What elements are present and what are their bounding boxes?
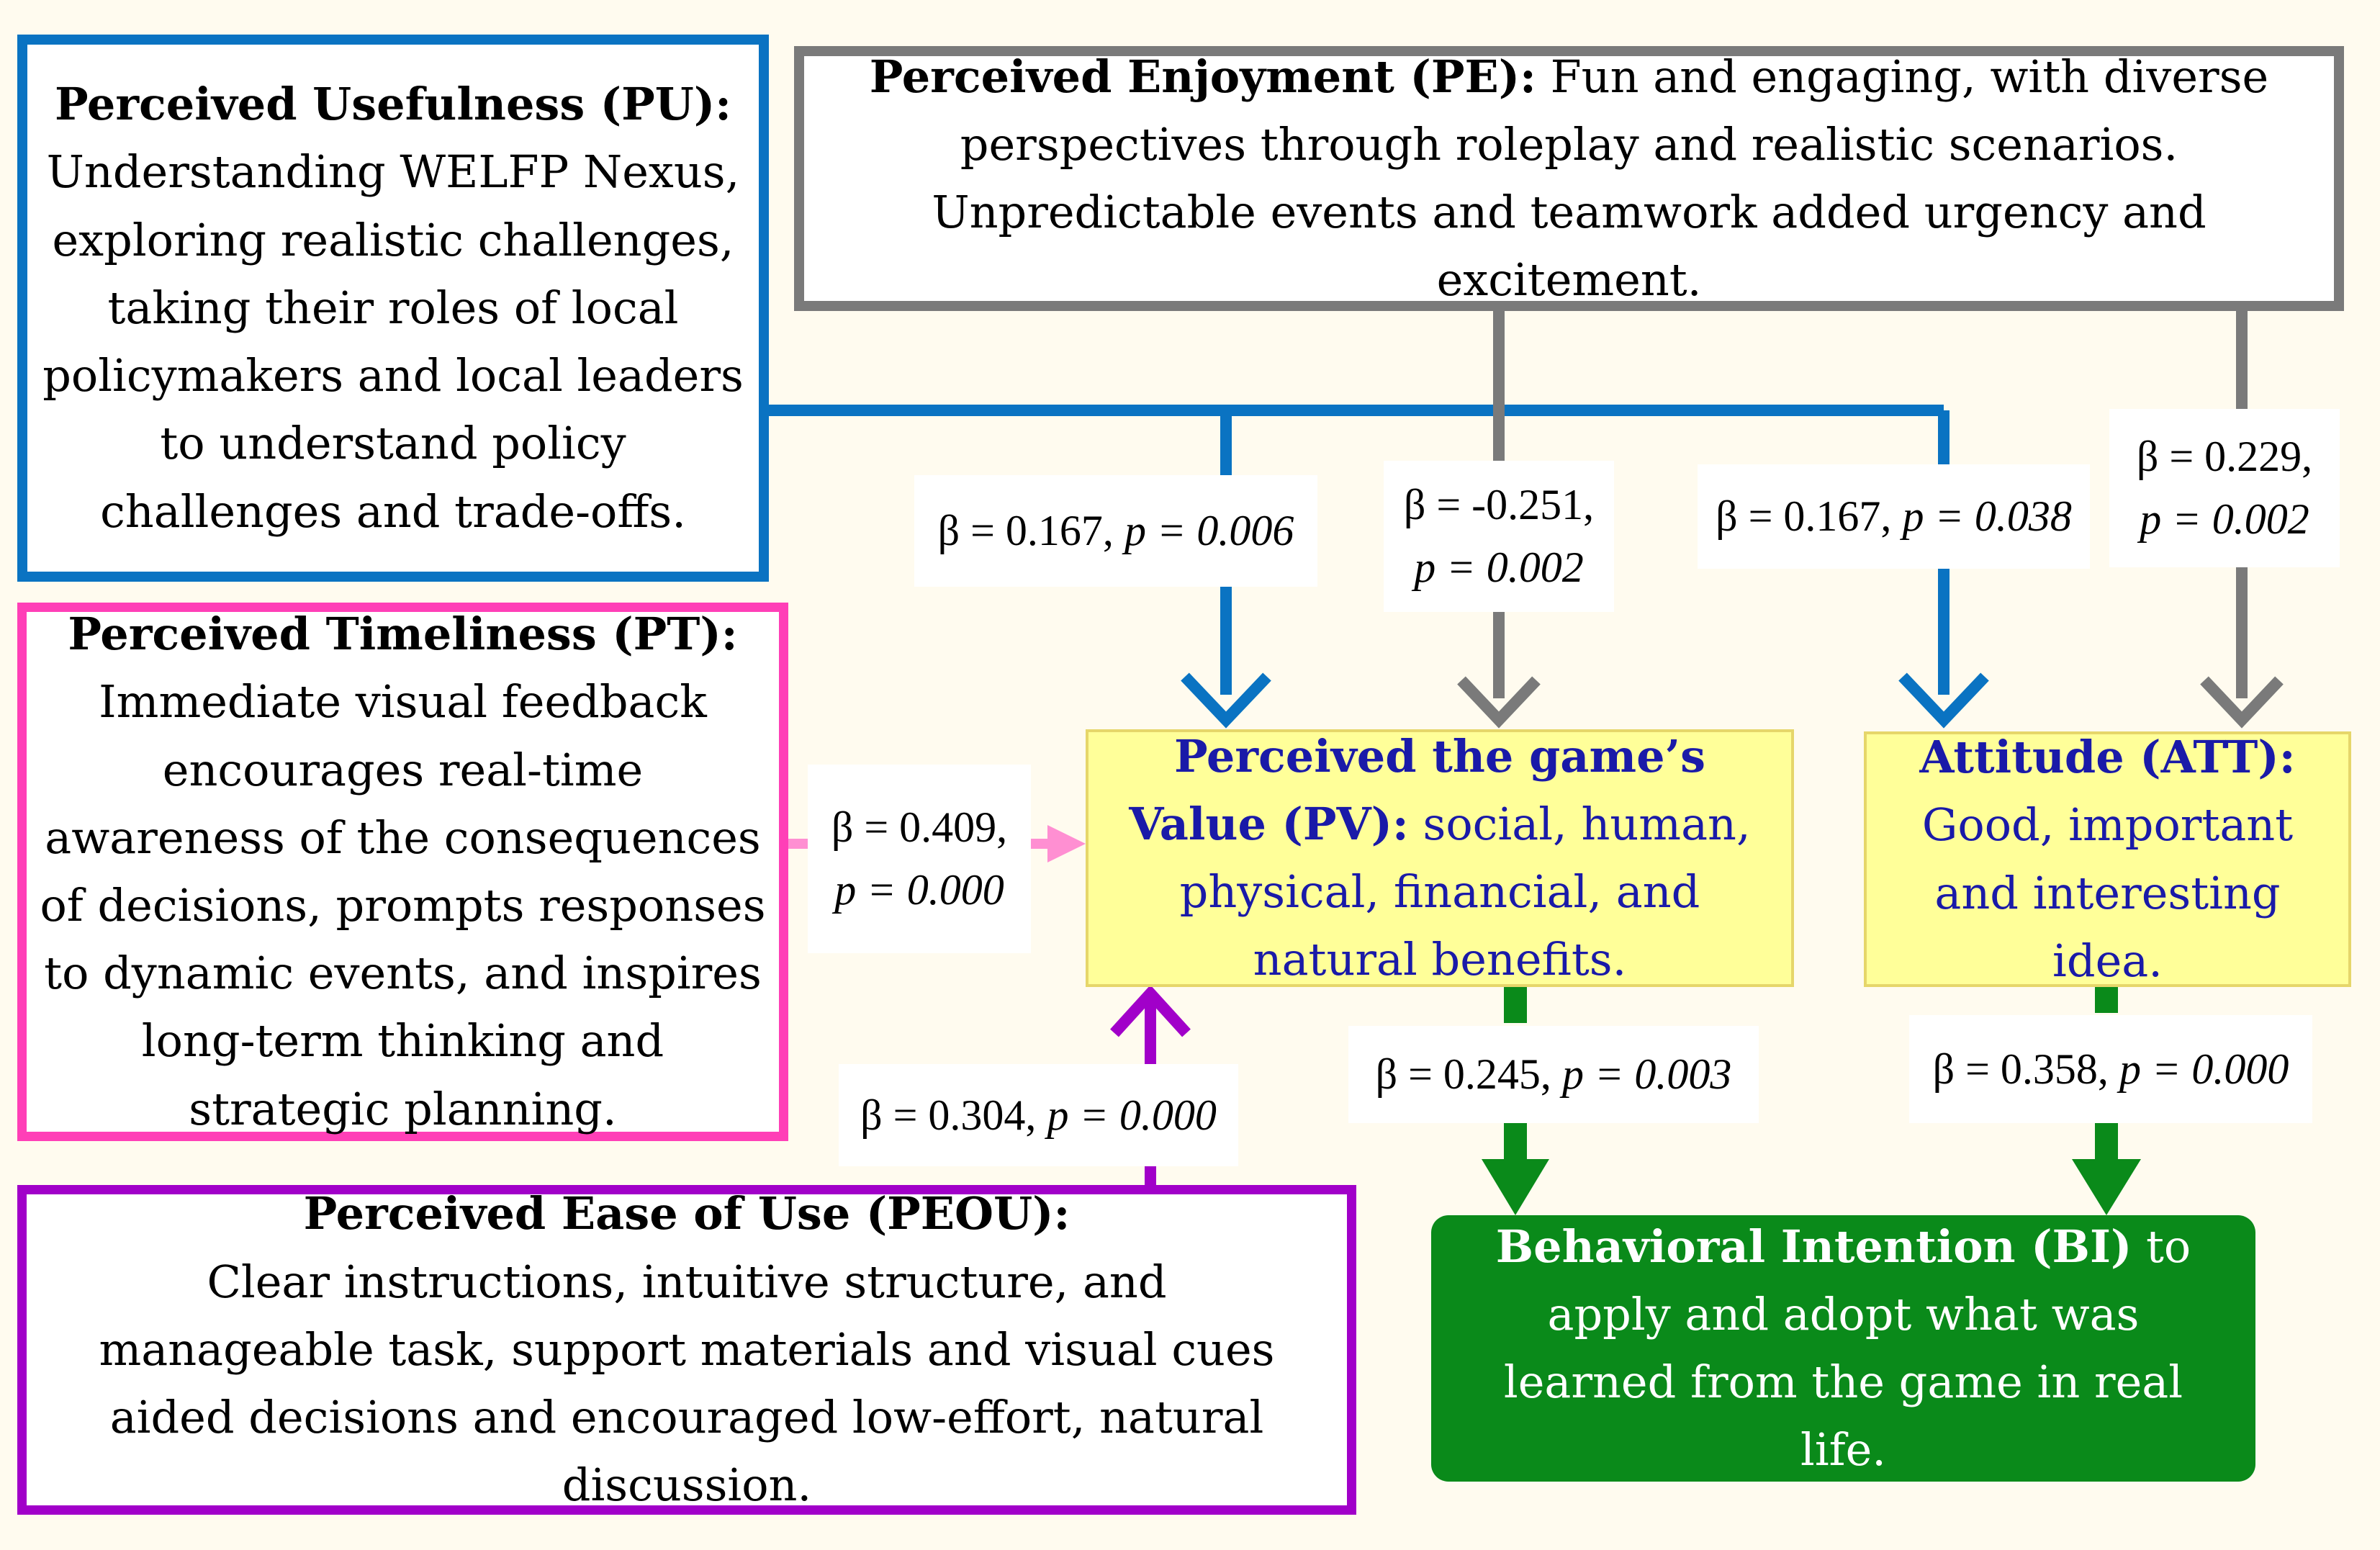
pv-to-bi-shaft [1504,1119,1527,1163]
peou-to-pv-arrowhead [1110,985,1191,1037]
beta-value: β = 0.245, [1375,1050,1551,1098]
beta-value: β = -0.251, [1403,481,1595,528]
path-label-pu-att: β = 0.167, p = 0.038 [1698,464,2090,569]
bi-title: Behavioral Intention (BI) [1495,1220,2132,1273]
pu-to-att-arrowhead [1898,672,1989,729]
att-to-bi-shaft [2095,1123,2118,1163]
peou-text: Clear instructions, intuitive structure,… [99,1255,1275,1512]
pe-title: Perceived Enjoyment (PE): [869,50,1536,103]
peou-box: Perceived Ease of Use (PEOU): Clear instr… [17,1185,1356,1515]
beta-value: β = 0.358, [1932,1045,2109,1093]
bi-connectors [1482,987,2141,1215]
pt-box: Perceived Timeliness (PT): Immediate visu… [17,603,788,1141]
att-box: Attitude (ATT): Good, important and inter… [1864,731,2351,987]
p-value: p = 0.000 [1047,1091,1217,1139]
beta-value: β = 0.409, [831,803,1008,851]
peou-title: Perceived Ease of Use (PEOU): [303,1187,1070,1240]
beta-value: β = 0.304, [860,1091,1037,1139]
path-label-att-bi: β = 0.358, p = 0.000 [1909,1015,2312,1123]
pu-text: Understanding WELFP Nexus, exploring rea… [42,145,744,538]
att-to-bi-arrowhead [2072,1159,2141,1215]
pv-title: Perceived the game’s Value (PV): [1129,729,1706,850]
pe-box: Perceived Enjoyment (PE): Fun and engagi… [794,46,2344,311]
p-value: p = 0.002 [1414,544,1584,591]
p-value: p = 0.000 [834,866,1004,914]
beta-value: β = 0.167, [1716,492,1892,540]
att-to-bi-stub [2095,987,2118,1013]
pv-box: Perceived the game’s Value (PV): social,… [1086,729,1794,987]
pu-title: Perceived Usefulness (PU): [54,78,732,131]
p-value: p = 0.000 [2119,1045,2289,1093]
pu-box: Perceived Usefulness (PU): Understanding … [17,35,769,582]
bi-box: Behavioral Intention (BI) to apply and a… [1431,1215,2255,1482]
pu-to-pv-arrowhead [1181,672,1271,729]
path-label-peou-pv: β = 0.304, p = 0.000 [839,1064,1238,1166]
path-label-pv-bi: β = 0.245, p = 0.003 [1348,1026,1759,1123]
p-value: p = 0.006 [1124,507,1294,554]
pv-to-bi-arrowhead [1482,1159,1549,1215]
path-label-pe-att: β = 0.229, p = 0.002 [2109,409,2340,567]
path-label-pu-pv: β = 0.167, p = 0.006 [914,475,1317,587]
path-label-pt-pv: β = 0.409, p = 0.000 [808,765,1031,953]
pe-text: Fun and engaging, with diverse perspecti… [932,50,2269,307]
p-value: p = 0.002 [2140,495,2309,543]
path-label-pe-pv: β = -0.251, p = 0.002 [1384,461,1614,612]
pe-to-pv-arrowhead [1457,676,1541,729]
beta-value: β = 0.167, [937,507,1114,554]
pt-text: Immediate visual feedback encourages rea… [40,675,766,1135]
att-text: Good, important and interesting idea. [1921,798,2294,987]
att-title: Attitude (ATT): [1919,731,2296,784]
pv-text: social, human, physical, financial, and … [1179,797,1751,986]
bi-text: to apply and adopt what was learned from… [1503,1220,2191,1477]
pe-to-att-arrowhead [2200,676,2284,729]
p-value: p = 0.003 [1561,1050,1732,1098]
p-value: p = 0.038 [1902,492,2072,540]
pt-title: Perceived Timeliness (PT): [68,608,738,661]
pt-to-pv-arrowhead [1047,825,1086,862]
beta-value: β = 0.229, [2136,433,2313,480]
pv-to-bi-stub [1504,987,1527,1023]
